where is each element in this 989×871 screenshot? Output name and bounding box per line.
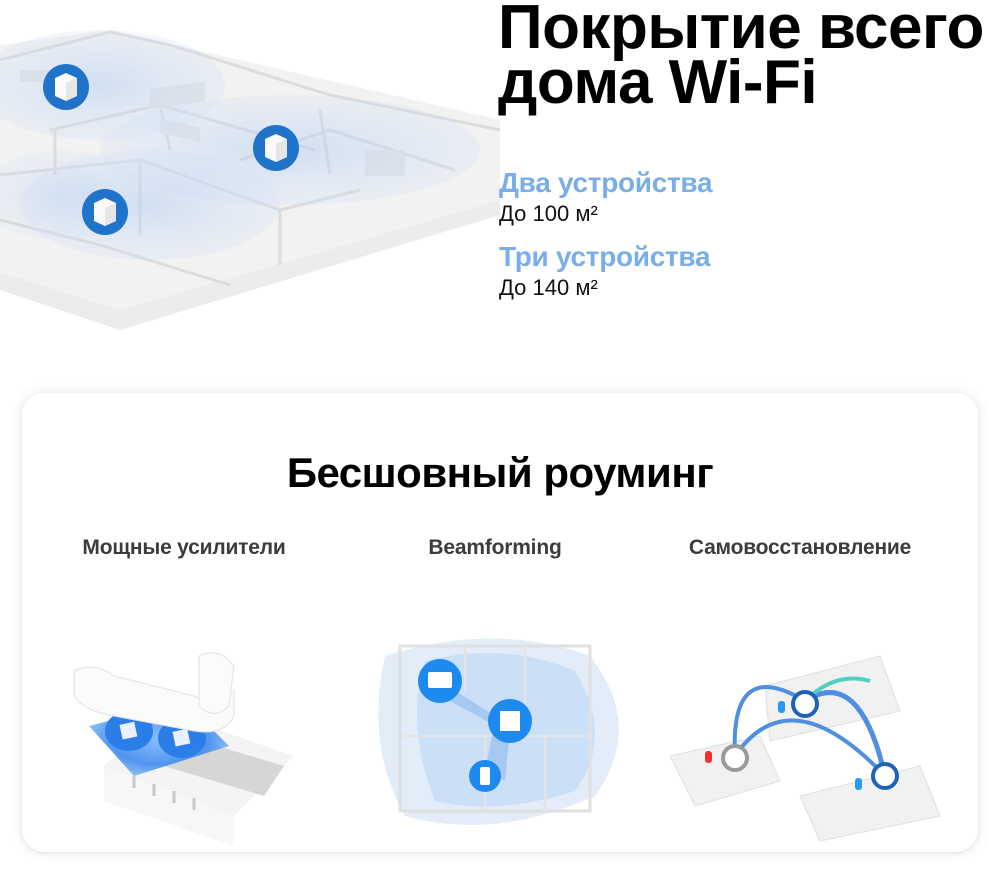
coverage-three-devices: Три устройства До 140 м² (499, 240, 712, 302)
amplifier-chip-illustration (34, 616, 334, 846)
hero-title-line-1: Покрытие всего (498, 0, 984, 62)
feature-label: Самовосстановление (688, 536, 912, 559)
feature-label: Beamforming (428, 536, 562, 559)
mesh-node-icon (253, 125, 299, 171)
coverage-two-devices: Два устройства До 100 м² (499, 166, 713, 228)
coverage-value: До 140 м² (499, 275, 598, 300)
self-healing-mesh-illustration (650, 616, 950, 846)
feature-label: Мощные усилители (82, 536, 286, 559)
coverage-list: Два устройства До 100 м² Три устройства … (499, 166, 713, 314)
card-title: Бесшовный роуминг (286, 449, 714, 496)
hero-title-line-2: дома Wi-Fi (498, 48, 818, 117)
feature-amplifiers: Мощные усилители (34, 536, 334, 846)
hero-title: Покрытие всего дома Wi-Fi (498, 0, 984, 117)
coverage-value: До 100 м² (499, 201, 598, 226)
feature-self-healing: Самовосстановление (650, 536, 950, 842)
house-coverage-illustration (0, 0, 500, 340)
coverage-label: Два устройства (499, 167, 713, 198)
feature-beamforming: Beamforming (345, 536, 645, 825)
mesh-node-icon (43, 64, 89, 110)
mesh-node-icon (82, 189, 128, 235)
beamforming-floorplan-illustration (345, 616, 645, 846)
coverage-label: Три устройства (499, 241, 711, 272)
seamless-roaming-card: Бесшовный роуминг Мощные усилители (22, 393, 978, 852)
